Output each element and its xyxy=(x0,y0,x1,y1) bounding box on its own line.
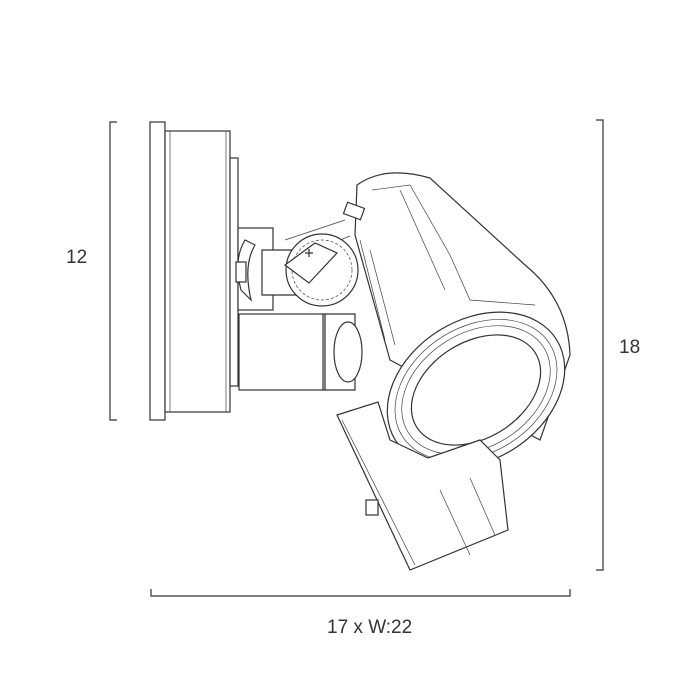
width-label: 17 x W:22 xyxy=(327,617,413,638)
height-label-right: 18 xyxy=(619,337,641,358)
right-dimension-bracket xyxy=(596,119,604,571)
bottom-dimension-line xyxy=(150,589,571,597)
height-label-left: 12 xyxy=(66,247,88,268)
adjustment-knob xyxy=(283,233,359,307)
lamp-head xyxy=(342,172,571,469)
junction-box xyxy=(238,313,363,391)
wall-mount-plate xyxy=(149,121,239,421)
motion-sensor-unit xyxy=(336,401,509,571)
left-dimension-bracket xyxy=(109,121,117,421)
lamp-lens-ring xyxy=(386,311,566,469)
